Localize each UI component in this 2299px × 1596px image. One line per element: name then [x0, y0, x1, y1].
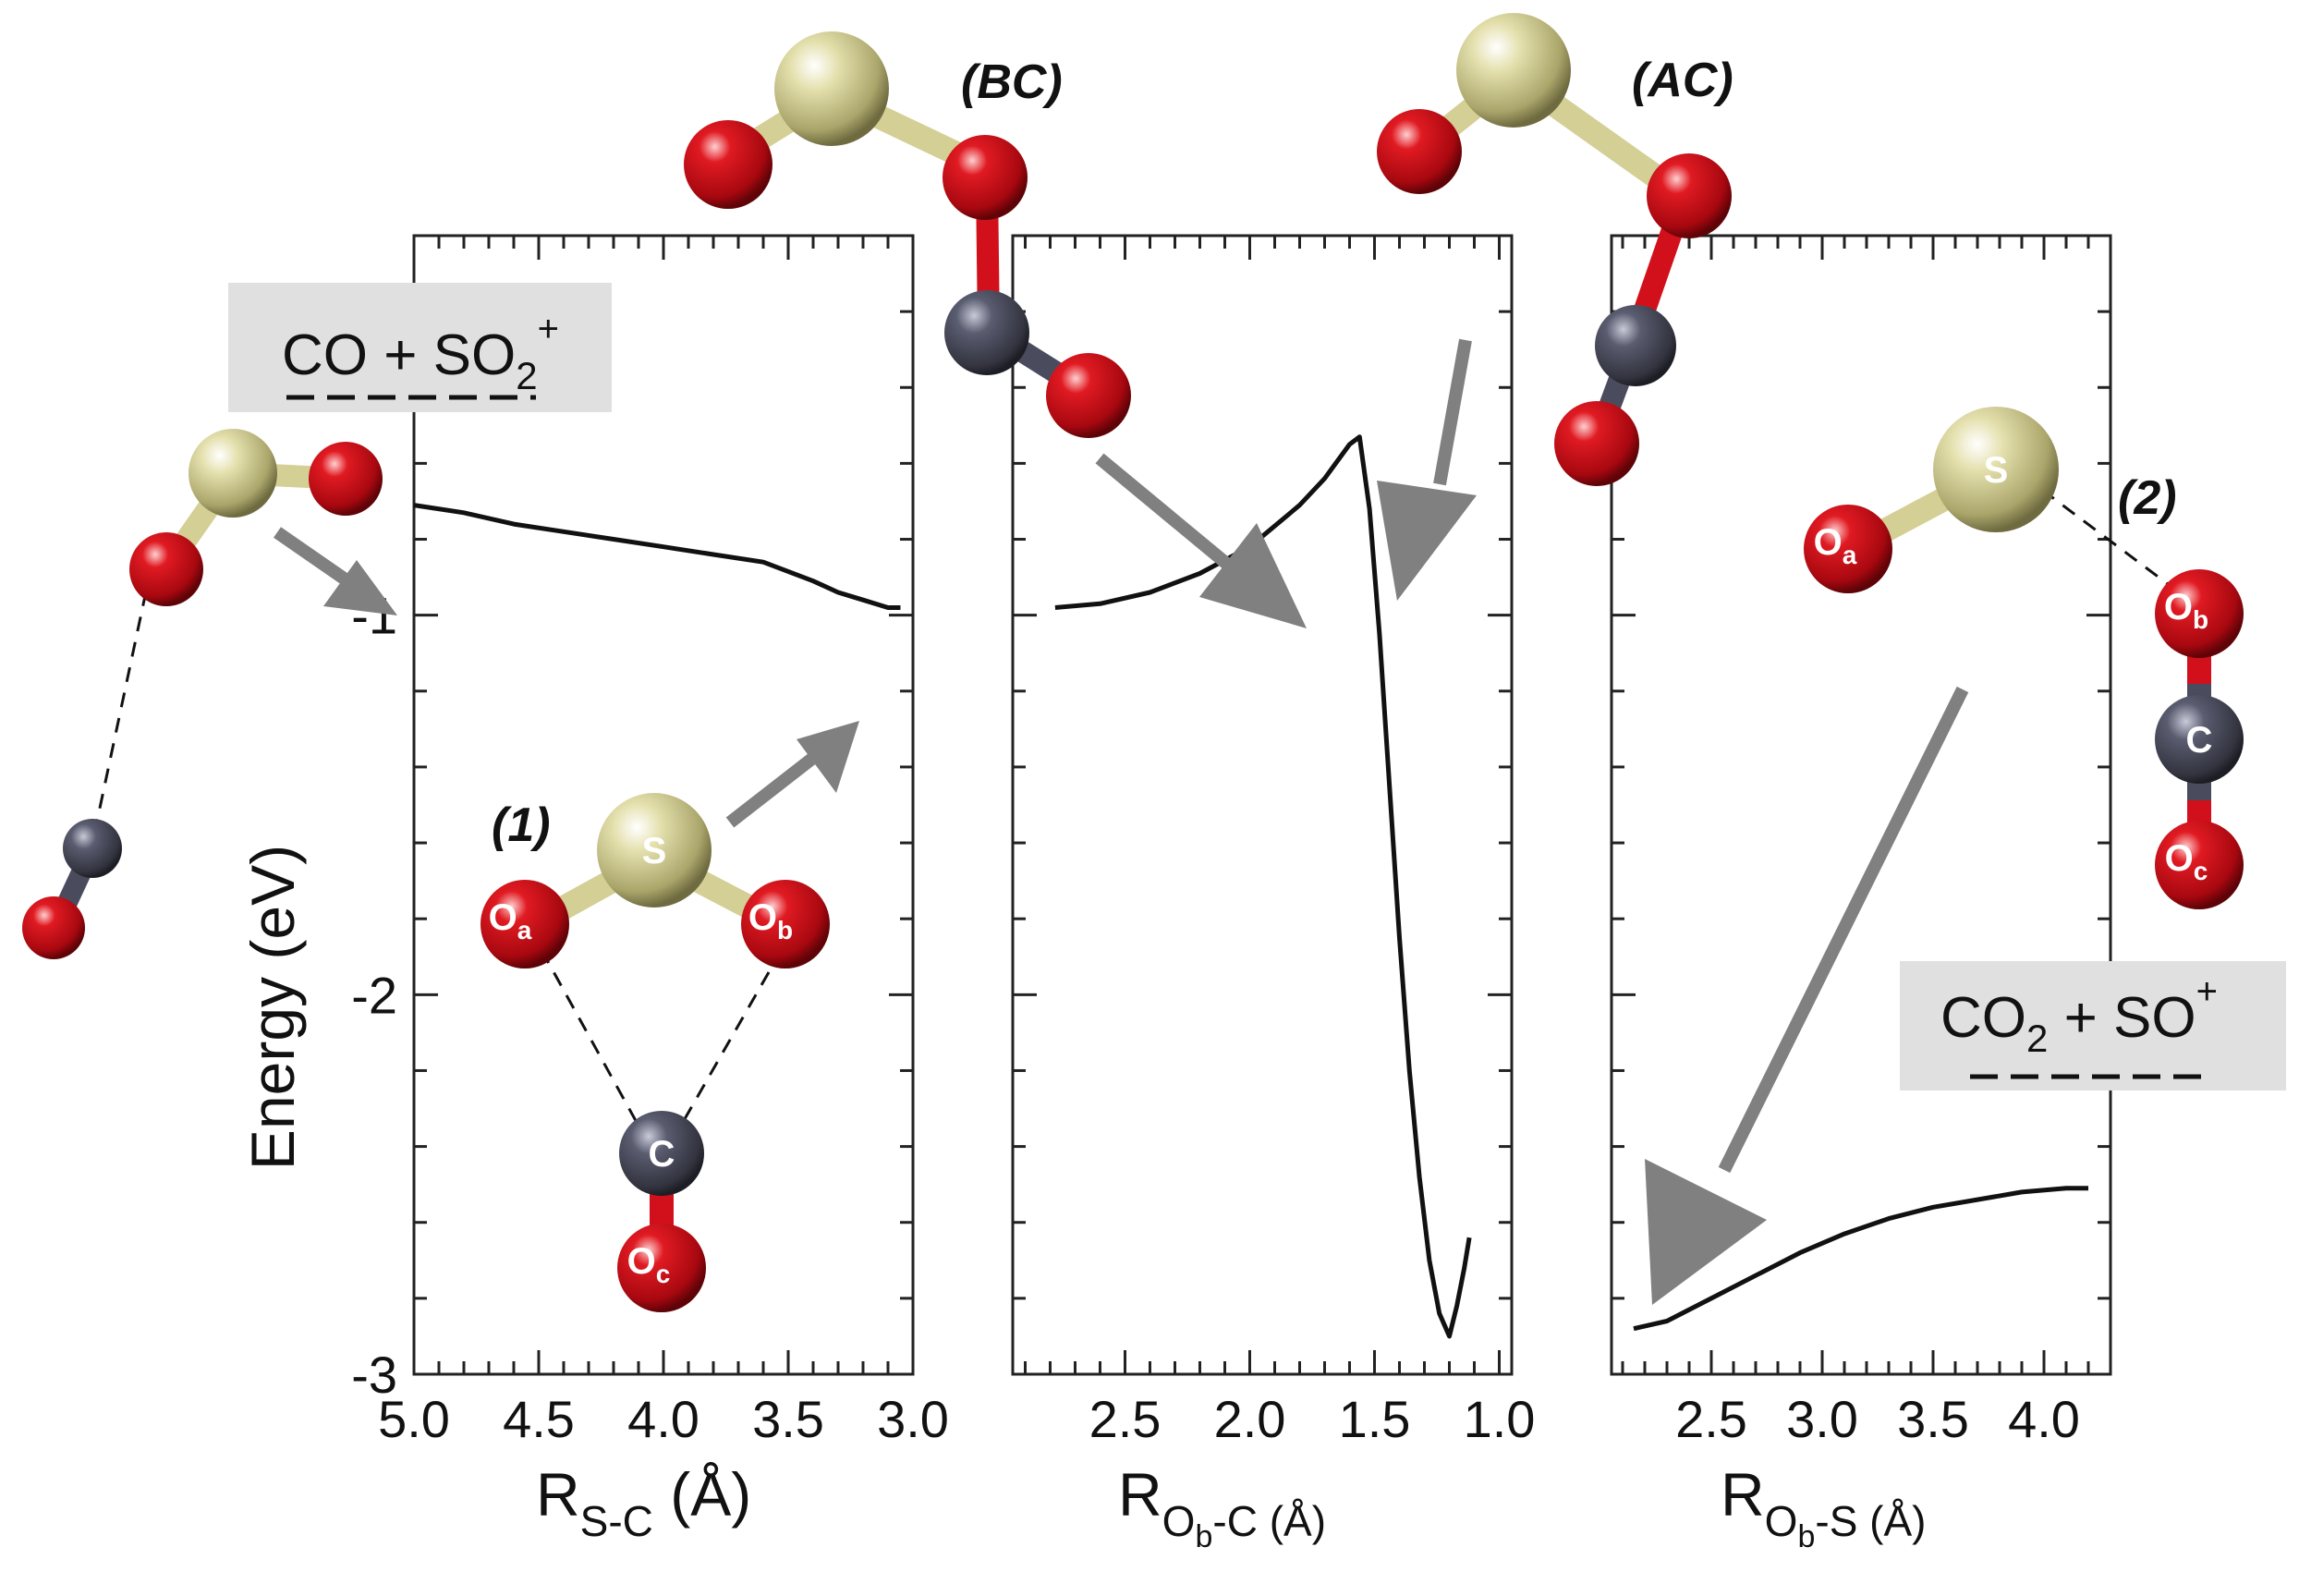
sulfur-atom: [1933, 407, 2059, 532]
axis-ticks: [412, 234, 2112, 1376]
oxygen-atom-b: [2155, 569, 2244, 658]
oxygen-atom: [684, 120, 772, 209]
x-axis-label-1: RS-C (Å): [536, 1460, 751, 1545]
tag-1: (1): [492, 798, 551, 852]
oxygen-atom: [309, 442, 383, 516]
oxygen-atom-a: [1804, 505, 1892, 593]
x-axis-label-3: ROb-S (Å): [1721, 1460, 1926, 1554]
final-products-label: CO2 + SO+: [1900, 961, 2286, 1090]
x-axis-label-2: ROb-C (Å): [1118, 1460, 1326, 1554]
label-box-co2-so: [1900, 961, 2286, 1090]
energy-curve-panel-2: [1054, 434, 1472, 1339]
atom-label-oa: Oa: [489, 897, 532, 944]
x-tick-label: 5.0: [378, 1390, 450, 1448]
atom-label-ob: Ob: [748, 897, 793, 944]
arrow-intermediate-2-to-minimum: [1645, 686, 1969, 1305]
oxygen-atom: [129, 532, 203, 606]
x-tick-label: 3.0: [877, 1390, 949, 1448]
oxygen-atom: [1647, 153, 1732, 238]
oxygen-atom-c: [2155, 821, 2244, 909]
energy-curve-panel-3: [1633, 1186, 2088, 1332]
reactant-products-label: CO + SO2+: [228, 283, 612, 412]
molecule-reactant-co-so2: [22, 429, 383, 959]
label-box-co-so2: [228, 283, 612, 412]
sulfur-atom: [1456, 13, 1571, 128]
oxygen-atom: [1046, 353, 1131, 438]
molecule-intermediate-2: S Oa Ob C Oc: [1804, 407, 2244, 909]
molecule-bc: [684, 31, 1131, 438]
x-tick-label: 4.0: [2008, 1390, 2080, 1448]
oxygen-atom: [943, 135, 1028, 220]
x-tick-label: 2.0: [1214, 1390, 1286, 1448]
carbon-atom: [1595, 305, 1676, 386]
carbon-atom: [63, 819, 122, 878]
x-tick-label: 1.5: [1339, 1390, 1411, 1448]
atom-label-c: C: [649, 1134, 675, 1175]
tag-bc: (BC): [961, 55, 1063, 109]
y-tick-label: -3: [351, 1346, 397, 1404]
sulfur-atom: [774, 31, 889, 146]
oxygen-atom-a: [480, 880, 569, 969]
carbon-atom: [2155, 695, 2244, 784]
sulfur-atom: [189, 429, 277, 518]
y-axis-label: Energy (eV): [238, 845, 307, 1170]
atom-label-oc: Oc: [2165, 838, 2208, 885]
label-text-co2-so: CO2 + SO+: [1940, 971, 2218, 1060]
tick-labels: 5.0 4.5 4.0 3.5 3.0 2.5 2.0 1.5 1.0 2.5 3.0 3.5 4.0 -…: [351, 587, 2080, 1448]
atom-label-ob: Ob: [2164, 587, 2208, 634]
x-tick-label: 4.5: [503, 1390, 575, 1448]
label-text-co-so2: CO + SO2+: [282, 309, 559, 397]
y-tick-label: -2: [351, 966, 397, 1024]
x-tick-label: 1.0: [1464, 1390, 1536, 1448]
atom-label-s: S: [642, 831, 667, 871]
carbon-atom: [944, 290, 1029, 375]
x-tick-label: 3.5: [752, 1390, 824, 1448]
energy-curve-panel-1: [413, 503, 901, 610]
oxygen-atom-c: [617, 1224, 706, 1312]
tag-ac: (AC): [1632, 54, 1733, 107]
arrow-ac-to-barrier: [1377, 338, 1477, 601]
arrow-reactant-to-curve: [274, 527, 397, 615]
oxygen-atom: [22, 896, 85, 959]
panel-3-frame: [1610, 234, 2112, 1376]
x-tick-label: 2.5: [1675, 1390, 1747, 1448]
x-tick-label: 3.5: [1897, 1390, 1969, 1448]
atom-label-c: C: [2186, 720, 2213, 761]
oxygen-atom: [1554, 401, 1639, 486]
atom-label-s: S: [1984, 450, 2009, 491]
x-tick-label: 4.0: [627, 1390, 699, 1448]
molecule-intermediate-1: S Oa Ob C Oc: [480, 793, 830, 1312]
x-tick-label: 3.0: [1786, 1390, 1858, 1448]
atom-label-oa: Oa: [1814, 522, 1857, 569]
panel-2-frame: [1011, 234, 1514, 1376]
tag-2: (2): [2118, 471, 2177, 525]
x-tick-label: 2.5: [1089, 1390, 1162, 1448]
carbon-atom: [619, 1111, 704, 1196]
pathway-arrows: [274, 338, 1969, 1305]
molecule-ac: [1377, 13, 1732, 486]
sulfur-atom: [597, 793, 712, 908]
oxygen-atom: [1377, 109, 1462, 194]
arrow-bc-to-barrier: [1095, 453, 1307, 628]
arrow-intermediate-1: [725, 721, 859, 828]
atom-label-oc: Oc: [627, 1241, 671, 1288]
energy-curves: [413, 434, 2088, 1339]
oxygen-atom-b: [741, 880, 830, 969]
